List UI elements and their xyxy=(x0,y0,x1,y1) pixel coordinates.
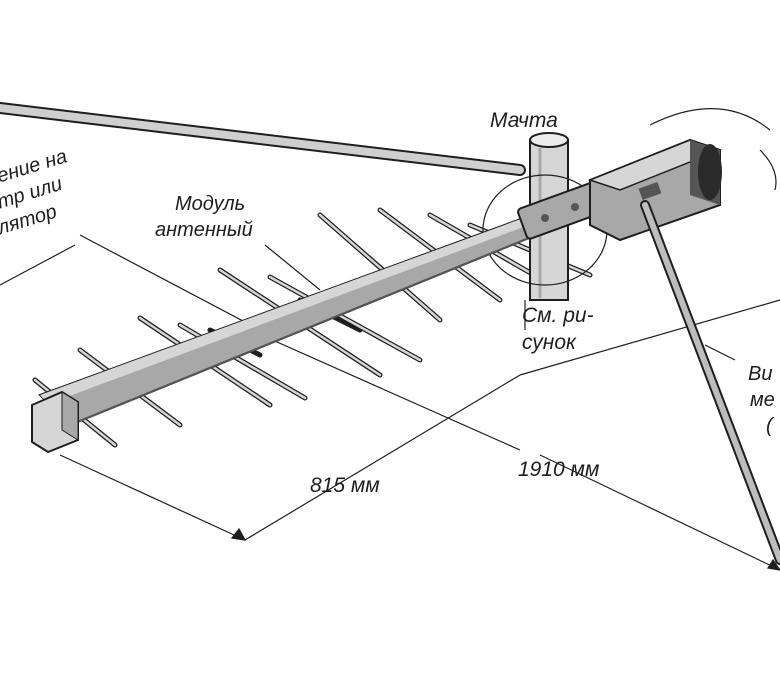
boom-end-cap xyxy=(31,390,79,454)
feeder-cable xyxy=(0,102,526,176)
label-see-fig-line2: сунок xyxy=(522,331,577,354)
dimension-lines xyxy=(0,234,780,571)
dim-arrow-left xyxy=(230,527,247,541)
label-right-line3: ( xyxy=(766,415,775,437)
label-module-line1: Модуль xyxy=(175,193,245,215)
dimension-label-815: 815 мм xyxy=(310,474,380,497)
antenna-boom xyxy=(38,188,612,427)
down-cable xyxy=(640,200,780,565)
leader-lines xyxy=(264,244,526,330)
module-detail-arc xyxy=(649,108,771,131)
label-right-line1: Ви xyxy=(748,363,772,385)
label-see-fig-line1: См. ри- xyxy=(522,304,594,327)
label-mast: Мачта xyxy=(490,109,558,132)
label-right-line2: ме xyxy=(750,389,775,411)
module-detail-arc-2 xyxy=(759,149,777,191)
label-module-line2: антенный xyxy=(155,219,253,241)
dimension-label-1910: 1910 мм xyxy=(518,458,599,481)
antenna-module xyxy=(587,138,723,242)
dim-arrow-right xyxy=(767,558,780,571)
